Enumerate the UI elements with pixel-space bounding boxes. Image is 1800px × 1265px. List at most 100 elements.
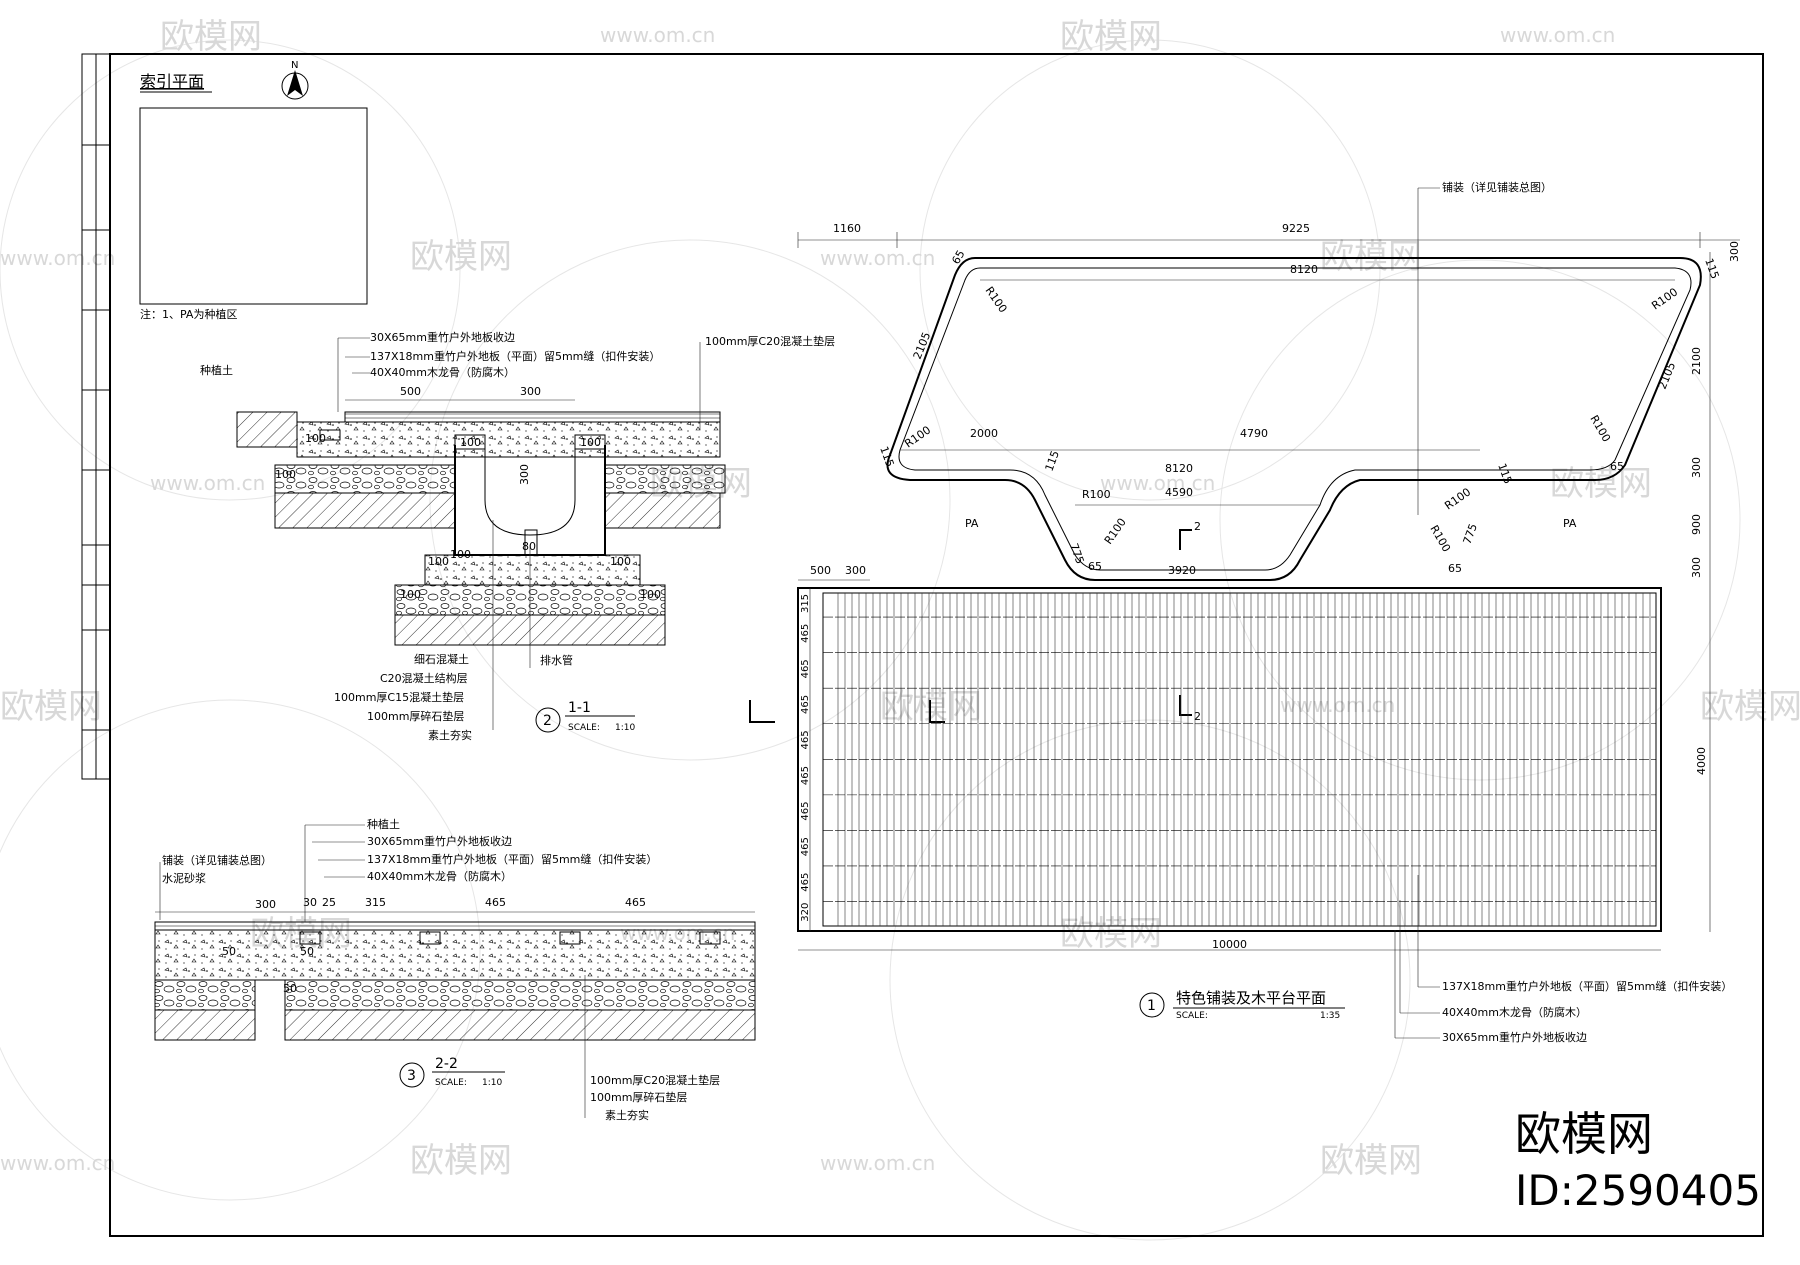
plan-pa-left: PA bbox=[965, 517, 979, 530]
plan-radius-8: R100 bbox=[1427, 523, 1453, 554]
plan-pa-right: PA bbox=[1563, 517, 1577, 530]
deck-left-dim-label: 465 bbox=[800, 730, 811, 749]
s22-callout-top-2: 30X65mm重竹户外地板收边 bbox=[367, 834, 512, 848]
plan-scale-label: SCALE: bbox=[1176, 1011, 1208, 1021]
deck-joists bbox=[823, 616, 1656, 902]
deck-left-dim-label: 465 bbox=[800, 873, 811, 892]
deck-left-dim-label: 465 bbox=[800, 837, 811, 856]
plan-radius-4: R100 bbox=[1587, 413, 1613, 444]
s22-title: 2-2 bbox=[435, 1056, 458, 1072]
s11-scale-label: SCALE: bbox=[568, 723, 600, 733]
plan-small-1: 65 bbox=[949, 248, 967, 267]
s11-dim-7: 100 bbox=[275, 468, 296, 481]
s11-dim-11: 100 bbox=[640, 588, 661, 601]
s22-callout-left-1: 铺装（详见铺装总图） bbox=[162, 853, 272, 867]
s11-dim-12: 100 bbox=[450, 548, 471, 561]
s22-callout-top-1: 种植土 bbox=[367, 817, 400, 831]
plan-radius-6: R100 bbox=[1442, 485, 1473, 512]
plan-radius-3: R100 bbox=[902, 423, 933, 450]
index-plan-note: 注：1、PA为种植区 bbox=[140, 307, 237, 321]
s11-dim-13: 80 bbox=[522, 540, 536, 553]
wm-brand-13: 欧模网 bbox=[1320, 1141, 1422, 1181]
plan-right-6: 4000 bbox=[1695, 747, 1708, 775]
s11-callout-top-2: 137X18mm重竹户外地板（平面）留5mm缝（扣件安装） bbox=[370, 349, 660, 363]
s22-dim-7: 50 bbox=[222, 945, 236, 958]
s11-callout-bottom-3: 100mm厚C15混凝土垫层 bbox=[334, 690, 464, 704]
plan-dim-top-2: 9225 bbox=[1282, 222, 1310, 235]
plan-dim-4: 2000 bbox=[970, 427, 998, 440]
brand-stamp-id: ID:2590405 bbox=[1515, 1166, 1761, 1215]
plan-section-mark-a: 2 bbox=[1194, 520, 1201, 533]
plan-callout-1: 137X18mm重竹户外地板（平面）留5mm缝（扣件安装） bbox=[1442, 979, 1732, 993]
s11-number: 2 bbox=[543, 713, 552, 729]
north-label: N bbox=[291, 60, 298, 71]
plan-right-3: 300 bbox=[1690, 457, 1703, 478]
wm-url-4: www.om.cn bbox=[820, 246, 935, 270]
plan-paving-note: 铺装（详见铺装总图） bbox=[1442, 180, 1552, 194]
deck-left-dim-label: 320 bbox=[800, 903, 811, 922]
plan-small-3: 65 bbox=[1088, 560, 1102, 573]
title-strip bbox=[81, 53, 111, 780]
s11-drain-label: 排水管 bbox=[540, 653, 573, 667]
wm-url-6: www.om.cn bbox=[1100, 471, 1215, 495]
s11-scale: 1:10 bbox=[615, 723, 635, 733]
s22-dim-3: 25 bbox=[322, 896, 336, 909]
s11-callout-bottom-4: 100mm厚碎石垫层 bbox=[367, 709, 464, 723]
deck-outline bbox=[797, 587, 1662, 932]
index-plan: 索引平面 N 注：1、PA为种植区 bbox=[139, 60, 368, 321]
s22-callout-bottom-1: 100mm厚C20混凝土垫层 bbox=[590, 1073, 720, 1087]
wm-brand-2: 欧模网 bbox=[1060, 17, 1162, 57]
plan-deck-top-1: 500 bbox=[810, 564, 831, 577]
s22-callout-top-4: 40X40mm木龙骨（防腐木） bbox=[367, 869, 512, 883]
plan-dim-8: 3920 bbox=[1168, 564, 1196, 577]
plan-small-6: 115 bbox=[877, 445, 896, 469]
plan-dim-10: 775 bbox=[1461, 522, 1480, 546]
plan-radius-7: R100 bbox=[1102, 516, 1129, 547]
plan-dim-3: 2105 bbox=[1656, 360, 1679, 391]
plan-small-4: 65 bbox=[1448, 562, 1462, 575]
deck-left-dim-label: 465 bbox=[800, 766, 811, 785]
s11-callout-right: 100mm厚C20混凝土垫层 bbox=[705, 334, 835, 348]
wm-url-2: www.om.cn bbox=[1500, 23, 1615, 47]
s11-title: 1-1 bbox=[568, 700, 591, 716]
s11-callout-bottom-1: 细石混凝土 bbox=[414, 652, 469, 666]
wm-url-9: www.om.cn bbox=[0, 1151, 115, 1175]
brand-stamp-name: 欧模网 bbox=[1515, 1107, 1653, 1161]
s22-callout-bottom-2: 100mm厚碎石垫层 bbox=[590, 1090, 687, 1104]
plan-small-5: 115 bbox=[1702, 257, 1721, 281]
s11-dim-6: 300 bbox=[518, 464, 531, 485]
plan-scale: 1:35 bbox=[1320, 1011, 1340, 1021]
plan-dim-9: 775 bbox=[1067, 542, 1086, 566]
brand-stamp: 欧模网 ID:2590405 bbox=[1515, 1107, 1761, 1215]
plan-view: 1160 9225 铺装（详见铺装总图） 8120 2105 2105 2000… bbox=[749, 180, 1741, 1044]
plan-radius-5: R100 bbox=[1082, 488, 1111, 501]
s11-dim-3: 100 bbox=[305, 432, 326, 445]
s11-dim-9: 100 bbox=[610, 555, 631, 568]
plan-right-4: 900 bbox=[1690, 514, 1703, 535]
s22-dim-9: 50 bbox=[283, 982, 297, 995]
wm-url-3: www.om.cn bbox=[0, 246, 115, 270]
s22-callout-bottom-3: 素土夯实 bbox=[605, 1108, 649, 1122]
plan-deck-width: 10000 bbox=[1212, 938, 1247, 951]
sheet-border bbox=[109, 53, 1764, 1237]
plan-callout-3: 30X65mm重竹户外地板收边 bbox=[1442, 1030, 1587, 1044]
section-1-1: 500 300 100 100 100 300 100 100 100 100 … bbox=[200, 330, 835, 742]
s11-dim-2: 300 bbox=[520, 385, 541, 398]
north-arrow-icon: N bbox=[281, 60, 309, 100]
plan-dim-1: 8120 bbox=[1290, 263, 1318, 276]
wm-brand-7: 欧模网 bbox=[0, 687, 102, 727]
plan-title: 特色铺装及木平台平面 bbox=[1176, 989, 1326, 1007]
s22-dim-5: 465 bbox=[485, 896, 506, 909]
s11-dim-5: 100 bbox=[580, 436, 601, 449]
s11-callout-bottom-5: 素土夯实 bbox=[428, 728, 472, 742]
wm-url-7: www.om.cn bbox=[1280, 693, 1395, 717]
deck-left-dim-label: 465 bbox=[800, 624, 811, 643]
s22-dim-4: 315 bbox=[365, 896, 386, 909]
wm-url-1: www.om.cn bbox=[600, 23, 715, 47]
s22-dim-1: 300 bbox=[255, 898, 276, 911]
plan-callout-2: 40X40mm木龙骨（防腐木） bbox=[1442, 1005, 1587, 1019]
section-2-2: 300 30 25 315 465 465 50 50 50 铺装（详见铺装总图… bbox=[154, 817, 756, 1122]
plan-dim-6: 8120 bbox=[1165, 462, 1193, 475]
